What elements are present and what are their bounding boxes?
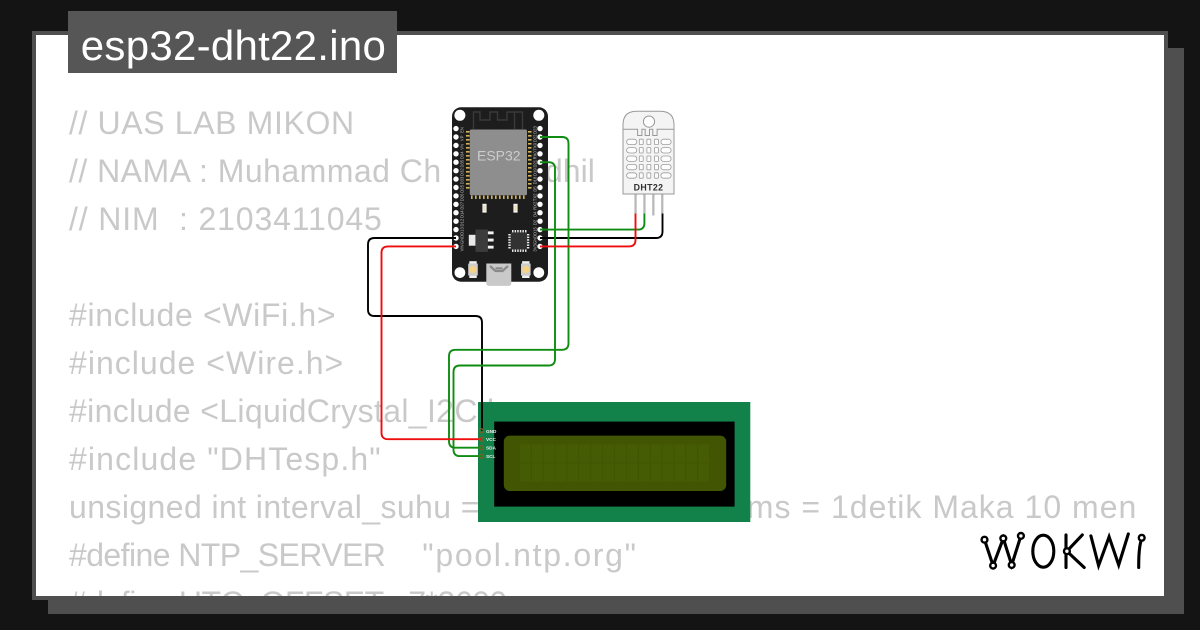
svg-text:RX2: RX2	[532, 201, 537, 210]
svg-text:D34: D34	[459, 151, 464, 159]
svg-text:D14: D14	[459, 210, 464, 218]
svg-text:SCL: SCL	[486, 454, 496, 459]
svg-text:D12: D12	[459, 218, 464, 226]
svg-text:GND: GND	[486, 429, 497, 434]
svg-text:D25: D25	[459, 184, 464, 192]
svg-text:TX0: TX0	[532, 142, 537, 150]
svg-text:GND: GND	[532, 235, 537, 244]
svg-text:VIN: VIN	[459, 244, 464, 251]
svg-text:D19: D19	[532, 168, 537, 176]
svg-text:VN: VN	[459, 144, 464, 150]
svg-text:ESP32: ESP32	[477, 148, 521, 164]
svg-text:D18: D18	[532, 176, 537, 184]
svg-text:D13: D13	[459, 226, 464, 234]
svg-text:D22: D22	[532, 134, 537, 142]
svg-text:D2: D2	[532, 219, 537, 225]
svg-text:GND: GND	[459, 235, 464, 244]
svg-text:EN: EN	[459, 127, 464, 133]
svg-text:3V3: 3V3	[532, 244, 537, 252]
svg-text:D35: D35	[459, 159, 464, 167]
svg-text:D23: D23	[532, 125, 537, 133]
svg-text:SDA: SDA	[486, 446, 497, 451]
svg-text:D4: D4	[532, 211, 537, 217]
svg-text:D26: D26	[459, 193, 464, 201]
svg-text:D15: D15	[532, 226, 537, 234]
svg-text:VCC: VCC	[486, 437, 497, 442]
svg-text:D5: D5	[532, 186, 537, 192]
svg-text:DHT22: DHT22	[634, 182, 664, 192]
svg-text:VP: VP	[459, 135, 464, 141]
svg-text:RX0: RX0	[532, 151, 537, 160]
svg-text:TX2: TX2	[532, 193, 537, 201]
svg-text:D21: D21	[532, 159, 537, 167]
svg-text:D27: D27	[459, 201, 464, 209]
svg-text:D32: D32	[459, 168, 464, 176]
svg-text:D33: D33	[459, 176, 464, 184]
